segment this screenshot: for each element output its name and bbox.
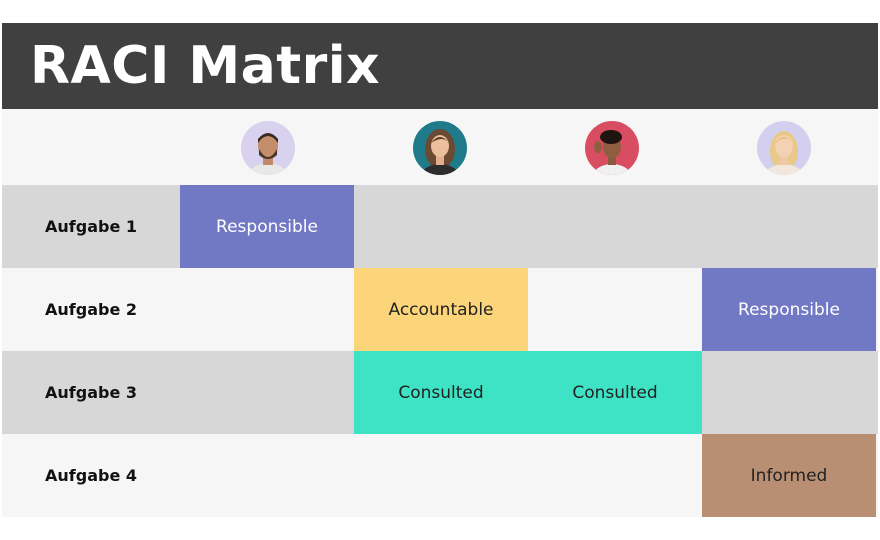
role-cell-responsible: Responsible — [702, 268, 876, 351]
task-label: Aufgabe 3 — [45, 383, 137, 402]
avatar-person-4 — [757, 121, 811, 175]
page-title: RACI Matrix — [30, 36, 381, 96]
avatar-person-3 — [585, 121, 639, 175]
raci-matrix: RACI Matrix — [2, 23, 878, 518]
avatar-person-2 — [413, 121, 467, 175]
role-cell-accountable: Accountable — [354, 268, 528, 351]
person-4-icon — [757, 121, 811, 175]
avatar-row — [2, 109, 878, 185]
task-row: Aufgabe 2 Accountable Responsible — [2, 268, 878, 351]
task-row: Aufgabe 4 Informed — [2, 434, 878, 517]
person-3-icon — [585, 121, 639, 175]
role-cell-consulted: Consulted — [528, 351, 702, 434]
role-cell-informed: Informed — [702, 434, 876, 517]
task-label: Aufgabe 1 — [45, 217, 137, 236]
title-bar: RACI Matrix — [2, 23, 878, 109]
task-label: Aufgabe 4 — [45, 466, 137, 485]
role-cell-responsible: Responsible — [180, 185, 354, 268]
task-row: Aufgabe 1 Responsible — [2, 185, 878, 268]
task-label: Aufgabe 2 — [45, 300, 137, 319]
role-cell-consulted: Consulted — [354, 351, 528, 434]
avatar-person-1 — [241, 121, 295, 175]
person-2-icon — [413, 121, 467, 175]
person-1-icon — [241, 121, 295, 175]
